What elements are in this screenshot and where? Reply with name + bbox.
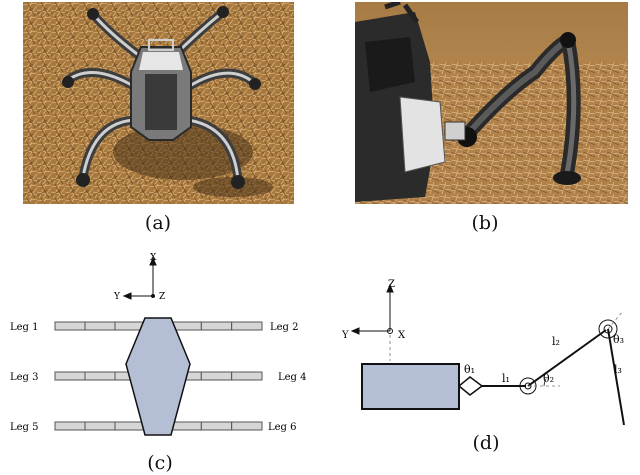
leg-6-segment xyxy=(200,421,233,431)
leg-6-segment xyxy=(231,421,263,431)
caption-a: (a) xyxy=(144,212,172,234)
leg-4-label: Leg 4 xyxy=(278,372,307,383)
leg-2-segment xyxy=(200,321,233,331)
photo-hexapod-leg-closeup xyxy=(355,2,628,204)
l1-label: l₁ xyxy=(502,372,510,385)
leg-1-segment xyxy=(54,321,86,331)
caption-b: (b) xyxy=(471,212,499,234)
leg-5-segment xyxy=(84,421,116,431)
diagram-leg-kinematics: Z Y X θ₁ l₁ θ₂ l₂ θ₃ l₃ xyxy=(341,279,625,426)
robot-body xyxy=(125,317,191,436)
theta2-label: θ₂ xyxy=(543,372,554,385)
axis-x-label-d: X xyxy=(398,330,406,341)
leg-2-segment xyxy=(231,321,263,331)
axis-z-label-d: Z xyxy=(388,279,395,290)
leg-5-segment xyxy=(54,421,86,431)
leg-6-label: Leg 6 xyxy=(268,422,297,433)
theta1-label: θ₁ xyxy=(464,363,475,376)
caption-c: (c) xyxy=(147,452,173,474)
diagram-hexapod-schematic: X Y Z Leg 1 Leg 2 Leg 3 Leg 4 Leg 5 Leg … xyxy=(10,253,307,436)
axis-y-label-d: Y xyxy=(341,330,349,341)
robot-body-box xyxy=(361,363,460,410)
leg-3-label: Leg 3 xyxy=(10,372,39,383)
leg-2-label: Leg 2 xyxy=(270,322,299,333)
leg-1-label: Leg 1 xyxy=(10,322,39,333)
leg-5-label: Leg 5 xyxy=(10,422,39,433)
axis-z-label: Z xyxy=(159,292,165,302)
photo-hexapod-top-view xyxy=(23,2,294,204)
axis-y-label: Y xyxy=(113,292,121,302)
leg-1-segment xyxy=(84,321,116,331)
leg-3-segment xyxy=(54,371,86,381)
l3-label: l₃ xyxy=(614,363,622,376)
leg-4-segment xyxy=(200,371,233,381)
leg-6-segment xyxy=(170,421,202,431)
leg-5-segment xyxy=(114,421,146,431)
theta3-label: θ₃ xyxy=(613,333,624,346)
caption-d: (d) xyxy=(472,432,500,454)
leg-4-segment xyxy=(231,371,263,381)
axis-x-label: X xyxy=(150,253,157,263)
l2-label: l₂ xyxy=(552,335,560,348)
leg-3-segment xyxy=(84,371,116,381)
